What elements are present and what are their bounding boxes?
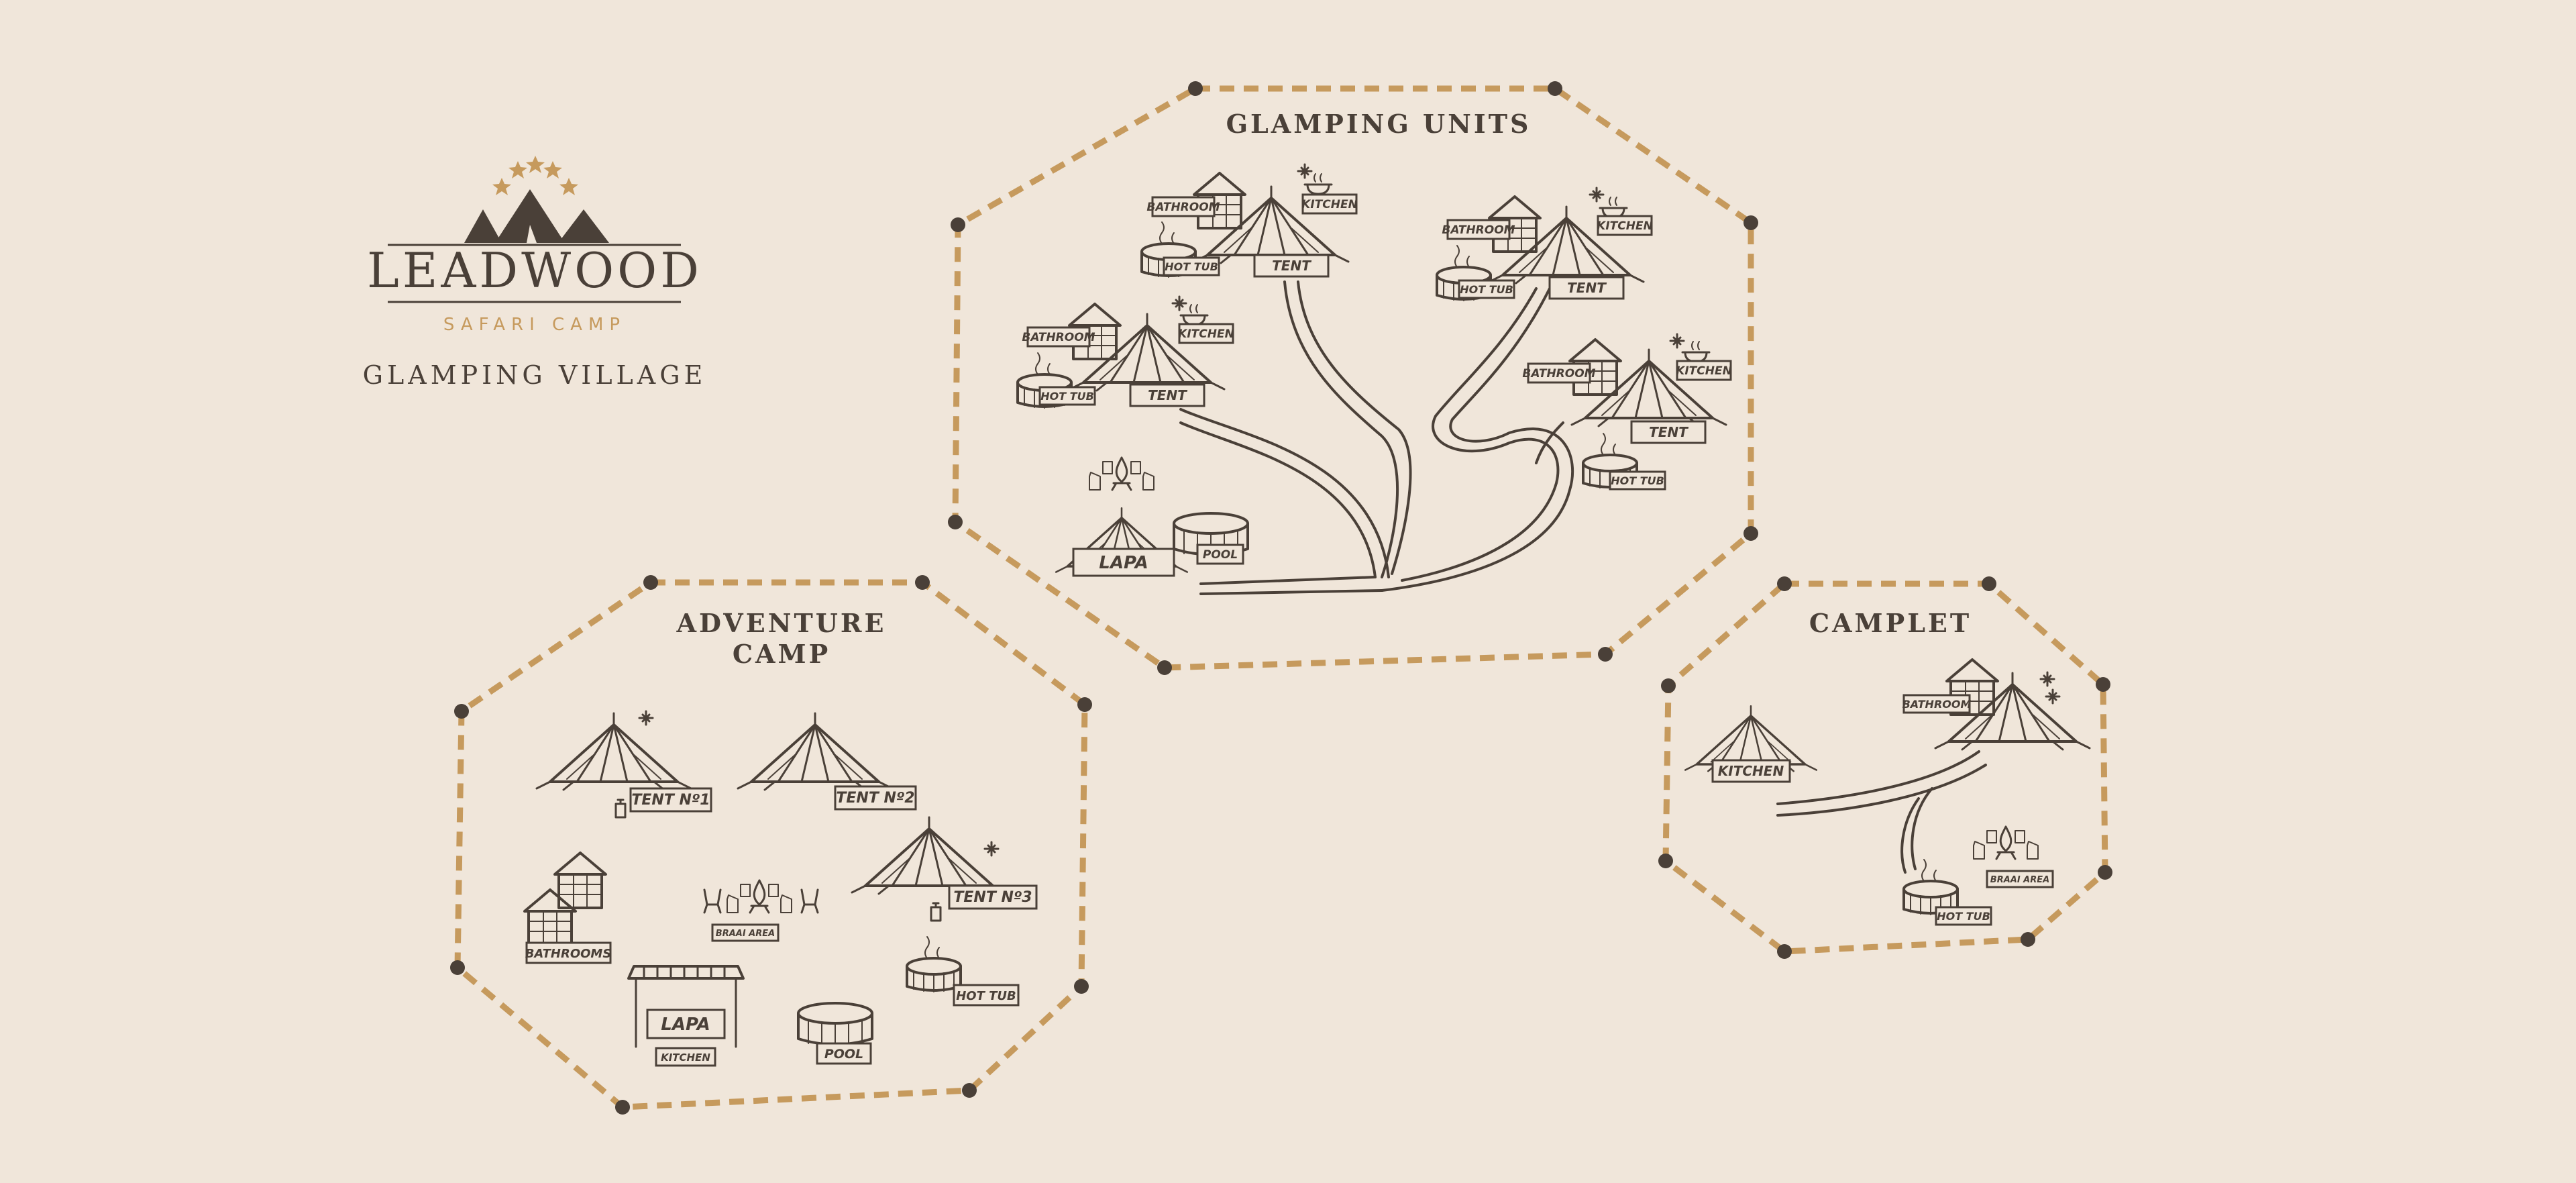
zone-title-line2: CAMP — [733, 639, 830, 669]
label-kitchen: KITCHEN — [1178, 323, 1234, 344]
hot-tub: HOT TUB — [906, 935, 1020, 1007]
zone-boundary — [454, 579, 1088, 1111]
label-kitchen: KITCHEN — [1676, 360, 1732, 381]
zone-title-line1: ADVENTURE — [676, 608, 887, 638]
star-icon — [543, 161, 562, 178]
svg-text:POOL: POOL — [1203, 548, 1238, 562]
adventure-tent-2: TENT Nº2 — [737, 712, 917, 811]
logo-tagline: SAFARI CAMP — [443, 315, 626, 335]
braai-area: BRAAI AREA — [703, 879, 819, 942]
label-bathroom: BATHROOM — [1522, 362, 1596, 384]
svg-text:BATHROOM: BATHROOM — [1902, 698, 1972, 711]
label-tent: TENT — [1548, 276, 1625, 300]
svg-text:LAPA: LAPA — [661, 1015, 710, 1035]
boundary-nodes — [1658, 576, 2112, 959]
svg-text:LAPA: LAPA — [1099, 553, 1148, 573]
svg-text:BATHROOM: BATHROOM — [1442, 223, 1515, 237]
svg-text:BATHROOM: BATHROOM — [1522, 367, 1595, 380]
boundary-nodes — [948, 81, 1758, 675]
svg-text:TENT: TENT — [1649, 424, 1688, 440]
braai-area — [1088, 456, 1155, 491]
adventure-tent-3: TENT Nº3 — [851, 816, 1038, 922]
svg-text:HOT TUB: HOT TUB — [956, 989, 1016, 1003]
svg-text:BATHROOMS: BATHROOMS — [525, 947, 612, 961]
paths — [1179, 280, 1574, 595]
glamping-unit-3: BATHROOM KITCHEN HOT TUB TENT — [1016, 295, 1234, 409]
svg-text:TENT: TENT — [1148, 387, 1187, 403]
boundary-nodes — [450, 575, 1092, 1115]
svg-text:KITCHEN: KITCHEN — [1178, 327, 1234, 341]
pool: POOL — [797, 1002, 873, 1065]
svg-text:TENT Nº2: TENT Nº2 — [836, 790, 914, 807]
svg-text:TENT Nº3: TENT Nº3 — [953, 889, 1032, 906]
svg-text:KITCHEN: KITCHEN — [1597, 219, 1653, 233]
label-hot-tub: HOT TUB — [1163, 256, 1220, 276]
svg-text:HOT TUB: HOT TUB — [1460, 283, 1513, 296]
star-icon — [559, 178, 578, 195]
logo-name: LEADWOOD — [367, 242, 702, 299]
svg-text:TENT: TENT — [1272, 258, 1311, 274]
zone-title: GLAMPING UNITS — [1226, 109, 1532, 139]
adventure-tent-1: TENT Nº1 — [535, 710, 712, 819]
star-icons — [492, 156, 578, 195]
star-icon — [526, 156, 545, 173]
label-kitchen: KITCHEN — [1597, 215, 1653, 236]
zone-title: CAMPLET — [1809, 608, 1972, 638]
bathrooms: BATHROOMS — [523, 852, 612, 964]
svg-text:TENT Nº1: TENT Nº1 — [631, 792, 710, 809]
zone-camplet: CAMPLET BATHROOM KITCHEN BRAAI AREA HOT … — [1658, 576, 2112, 959]
zone-glamping-units: GLAMPING UNITS BATHROOM KITCHEN HOT TUB … — [948, 81, 1758, 675]
svg-text:KITCHEN: KITCHEN — [1718, 763, 1784, 779]
svg-text:HOT TUB: HOT TUB — [1937, 910, 1990, 923]
svg-text:BRAAI AREA: BRAAI AREA — [1990, 875, 2049, 885]
label-hot-tub: HOT TUB — [1038, 386, 1096, 406]
paths — [1776, 750, 1987, 874]
label-tent: TENT — [1129, 383, 1205, 407]
svg-text:HOT TUB: HOT TUB — [1165, 260, 1218, 273]
label-hot-tub: HOT TUB — [1609, 470, 1666, 491]
label-tent: TENT — [1630, 420, 1707, 444]
glamping-unit-2: BATHROOM KITCHEN HOT TUB TENT — [1436, 187, 1653, 302]
svg-text:KITCHEN: KITCHEN — [1301, 198, 1358, 211]
label-tent: TENT — [1253, 254, 1330, 278]
svg-text:TENT: TENT — [1567, 280, 1607, 296]
hot-tub: HOT TUB — [1902, 858, 1992, 926]
label-bathroom: BATHROOM — [1146, 196, 1220, 217]
glamping-unit-4: BATHROOM KITCHEN HOT TUB TENT — [1522, 333, 1732, 491]
label-bathroom: BATHROOM — [1442, 219, 1515, 240]
lapa: LAPA — [1055, 507, 1189, 577]
svg-text:BATHROOM: BATHROOM — [1022, 331, 1095, 344]
zone-adventure-camp: ADVENTURE CAMP TENT Nº1 TENT Nº2 TENT Nº… — [450, 575, 1092, 1115]
svg-text:HOT TUB: HOT TUB — [1611, 474, 1664, 487]
label-kitchen: KITCHEN — [1301, 193, 1358, 215]
camplet-tent: BATHROOM — [1902, 658, 2091, 751]
star-icon — [508, 161, 527, 178]
svg-text:KITCHEN: KITCHEN — [661, 1051, 710, 1064]
svg-text:POOL: POOL — [824, 1047, 863, 1062]
map-subtitle: GLAMPING VILLAGE — [363, 360, 707, 390]
zone-boundary — [1662, 580, 2108, 955]
braai-area: BRAAI AREA — [1972, 825, 2054, 888]
svg-text:BRAAI AREA: BRAAI AREA — [716, 929, 775, 939]
svg-text:HOT TUB: HOT TUB — [1040, 390, 1094, 403]
label-hot-tub: HOT TUB — [1458, 279, 1515, 299]
svg-text:KITCHEN: KITCHEN — [1676, 364, 1732, 378]
teepee-icon — [464, 189, 609, 243]
svg-text:BATHROOM: BATHROOM — [1146, 201, 1220, 214]
lapa: LAPA KITCHEN — [627, 965, 745, 1067]
logo: LEADWOOD SAFARI CAMP GLAMPING VILLAGE — [363, 156, 707, 390]
star-icon — [492, 178, 511, 195]
pool: POOL — [1173, 512, 1249, 565]
glamping-unit-1: BATHROOM KITCHEN HOT TUB TENT — [1140, 163, 1358, 278]
label-bathroom: BATHROOM — [1022, 326, 1095, 348]
camplet-kitchen: KITCHEN — [1684, 705, 1818, 783]
